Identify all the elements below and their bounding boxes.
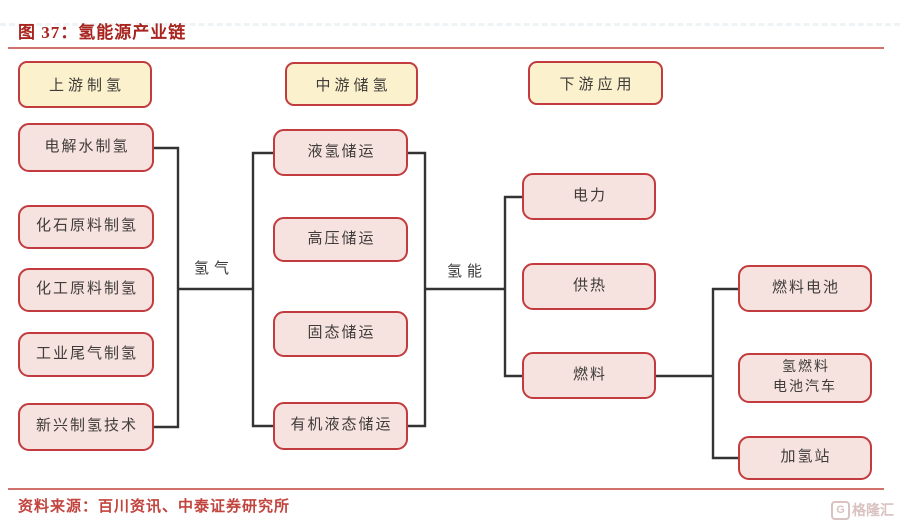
figure-title: 图 37：氢能源产业链: [18, 23, 187, 42]
connector-application-bracket: [711, 287, 738, 460]
node-chemical-feedstock-hydrogen: 化工原料制氢: [18, 268, 154, 312]
node-industrial-tailgas-hydrogen: 工业尾气制氢: [18, 332, 154, 377]
node-hydrogen-refueling-station: 加氢站: [738, 436, 872, 480]
node-liquid-hydrogen-storage: 液氢储运: [273, 129, 408, 176]
header-upstream: 上游制氢: [18, 61, 152, 108]
gelonghui-logo-icon: G: [831, 500, 850, 520]
node-electrolysis-hydrogen: 电解水制氢: [18, 123, 154, 172]
header-downstream: 下游应用: [528, 61, 663, 105]
node-electric-power: 电力: [522, 173, 656, 220]
node-emerging-hydrogen-tech: 新兴制氢技术: [18, 403, 154, 451]
node-fuel-cell: 燃料电池: [738, 265, 872, 312]
source-rule: [8, 488, 884, 490]
node-heating: 供热: [522, 263, 656, 310]
watermark-text: 格隆汇: [852, 502, 894, 518]
connector-midstream-right-bracket: [408, 151, 427, 428]
header-midstream: 中游储氢: [285, 62, 418, 106]
node-fuel: 燃料: [522, 352, 656, 399]
source-note: 资料来源：百川资讯、中泰证券研究所: [18, 499, 291, 515]
node-organic-liquid-storage: 有机液态储运: [273, 402, 408, 450]
gelonghui-watermark: G 格隆汇: [831, 500, 894, 520]
edge-label-hydrogen-gas: 氢气: [194, 261, 235, 277]
node-high-pressure-storage: 高压储运: [273, 217, 408, 262]
edge-label-hydrogen-energy: 氢能: [447, 264, 488, 280]
top-dashed-rule: [0, 23, 900, 26]
title-rule: [8, 47, 884, 49]
connector-midstream-left-bracket: [251, 151, 273, 428]
node-solid-state-storage: 固态储运: [273, 311, 408, 357]
node-fossil-feedstock-hydrogen: 化石原料制氢: [18, 205, 154, 249]
connector-downstream-bracket: [503, 195, 522, 378]
node-hydrogen-fuel-cell-vehicle: 氢燃料 电池汽车: [738, 353, 872, 403]
connector-upstream-bracket: [154, 146, 180, 429]
